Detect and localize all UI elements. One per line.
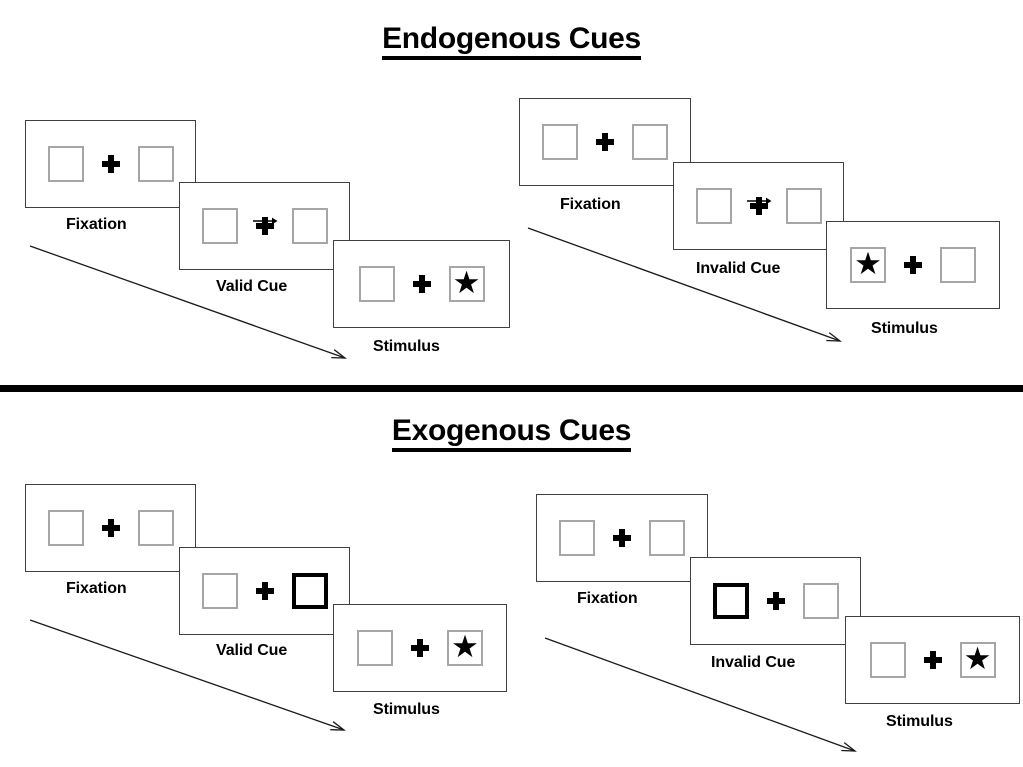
fixation-center xyxy=(605,529,639,547)
stimulus-box-left xyxy=(559,520,595,556)
panel-caption-endogenous-valid-0: Fixation xyxy=(66,216,127,233)
fixation-center xyxy=(916,651,950,669)
plus-icon xyxy=(255,217,274,235)
stimulus-box-left xyxy=(695,188,732,224)
fixation-center xyxy=(588,133,622,151)
star-icon: ★ xyxy=(452,265,481,300)
stimulus-box-left xyxy=(542,124,578,160)
panel-content xyxy=(201,573,328,609)
stimulus-box-right xyxy=(649,520,685,556)
plus-icon xyxy=(255,582,274,600)
plus-icon xyxy=(613,529,631,547)
panel-content xyxy=(542,124,668,160)
panel-content: ★ xyxy=(869,641,996,678)
panel-caption-exogenous-invalid-0: Fixation xyxy=(577,590,638,607)
panel-caption-endogenous-valid-1: Valid Cue xyxy=(216,278,288,295)
trial-panel-endogenous-valid-stimulus: ★ xyxy=(333,240,510,328)
stimulus-box-right: ★ xyxy=(959,641,996,678)
panel-content: ★ xyxy=(357,630,483,666)
exogenous-valid-flow xyxy=(29,619,358,744)
panel-caption-endogenous-invalid-2: Stimulus xyxy=(871,320,938,337)
trial-panel-endogenous-invalid-invalid-cue xyxy=(673,162,844,250)
fixation-center xyxy=(248,582,282,600)
fixation-center xyxy=(94,155,128,173)
plus-icon xyxy=(412,275,431,293)
panel-content xyxy=(712,583,839,619)
stimulus-box-right-cued xyxy=(291,573,328,609)
stimulus-box-left xyxy=(201,573,238,609)
plus-icon xyxy=(101,155,120,173)
panel-caption-exogenous-invalid-1: Invalid Cue xyxy=(711,654,796,671)
trial-panel-endogenous-valid-valid-cue xyxy=(179,182,350,270)
plus-icon xyxy=(766,592,785,610)
star-icon: ★ xyxy=(854,246,882,281)
stimulus-box-left xyxy=(47,146,84,182)
stimulus-box-right xyxy=(940,247,976,283)
stimulus-box-right: ★ xyxy=(447,630,483,666)
stimulus-box-right xyxy=(632,124,668,160)
panel-content xyxy=(47,146,174,182)
panel-caption-exogenous-valid-1: Valid Cue xyxy=(216,642,288,659)
panel-content xyxy=(47,510,174,546)
section-title-text: Endogenous Cues xyxy=(382,23,641,60)
trial-panel-exogenous-invalid-fixation xyxy=(536,494,708,582)
stimulus-box-left xyxy=(201,208,238,244)
trial-panel-endogenous-invalid-stimulus: ★ xyxy=(826,221,1000,309)
stimulus-box-right xyxy=(291,208,328,244)
star-icon: ★ xyxy=(963,641,992,676)
panel-content: ★ xyxy=(850,247,976,283)
panel-content xyxy=(559,520,685,556)
plus-icon xyxy=(596,133,614,151)
section-title-endogenous: Endogenous Cues xyxy=(0,22,1023,60)
plus-icon xyxy=(904,256,922,274)
plus-icon xyxy=(923,651,942,669)
stimulus-box-left xyxy=(358,266,395,302)
stimulus-box-right xyxy=(802,583,839,619)
exogenous-invalid-flow xyxy=(544,637,869,765)
stimulus-box-left-cued xyxy=(712,583,749,619)
trial-panel-exogenous-invalid-stimulus: ★ xyxy=(845,616,1020,704)
fixation-center xyxy=(405,275,439,293)
trial-panel-exogenous-invalid-invalid-cue xyxy=(690,557,861,645)
stimulus-box-right xyxy=(785,188,822,224)
panel-content: ★ xyxy=(358,265,485,302)
fixation-center xyxy=(403,639,437,657)
trial-panel-endogenous-valid-fixation xyxy=(25,120,196,208)
panel-caption-endogenous-invalid-1: Invalid Cue xyxy=(696,260,781,277)
fixation-center xyxy=(742,197,776,215)
trial-panel-exogenous-valid-fixation xyxy=(25,484,196,572)
panel-content xyxy=(695,188,822,224)
star-icon: ★ xyxy=(451,629,479,664)
stimulus-box-right: ★ xyxy=(448,265,485,302)
stimulus-box-left xyxy=(47,510,84,546)
trial-panel-endogenous-invalid-fixation xyxy=(519,98,691,186)
panel-caption-exogenous-valid-0: Fixation xyxy=(66,580,127,597)
panel-caption-exogenous-invalid-2: Stimulus xyxy=(886,713,953,730)
section-title-exogenous: Exogenous Cues xyxy=(0,414,1023,452)
stimulus-box-right xyxy=(137,510,174,546)
plus-icon xyxy=(101,519,120,537)
panel-caption-endogenous-invalid-0: Fixation xyxy=(560,196,621,213)
stimulus-box-left: ★ xyxy=(850,247,886,283)
plus-icon xyxy=(411,639,429,657)
panel-caption-exogenous-valid-2: Stimulus xyxy=(373,701,440,718)
fixation-center xyxy=(759,592,793,610)
stimulus-box-right xyxy=(137,146,174,182)
section-title-text: Exogenous Cues xyxy=(391,415,631,452)
trial-panel-exogenous-valid-stimulus: ★ xyxy=(333,604,507,692)
panel-content xyxy=(201,208,328,244)
panel-caption-endogenous-valid-2: Stimulus xyxy=(373,338,440,355)
section-divider xyxy=(0,385,1023,392)
trial-panel-exogenous-valid-valid-cue xyxy=(179,547,350,635)
stimulus-box-left xyxy=(357,630,393,666)
plus-icon xyxy=(749,197,768,215)
fixation-center xyxy=(896,256,930,274)
fixation-center xyxy=(248,217,282,235)
stimulus-box-left xyxy=(869,642,906,678)
fixation-center xyxy=(94,519,128,537)
